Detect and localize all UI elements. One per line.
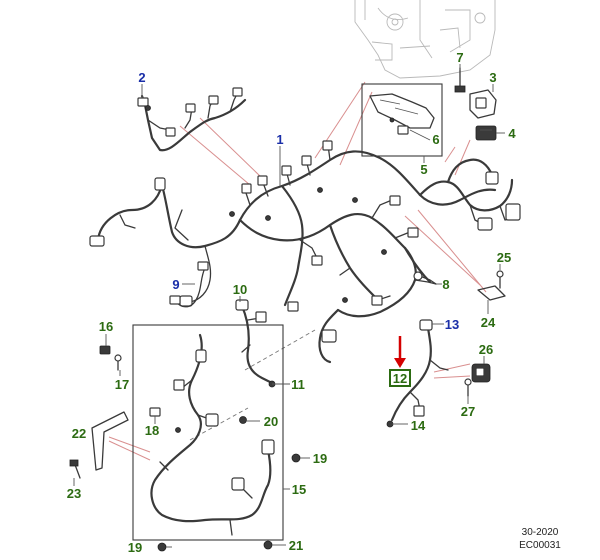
callout-2: 2 [138,70,145,85]
part-27-bolt [464,378,472,397]
callout-26: 26 [479,342,493,357]
harness-10 [235,299,276,388]
callout-7: 7 [456,50,463,65]
part-7-bolt [454,67,466,93]
callout-25: 25 [497,250,511,265]
callout-13: 13 [445,317,459,332]
part-24-bracket [477,270,506,301]
callout-5: 5 [420,162,427,177]
part-19-nut-upper [291,453,301,463]
part-22-bracket [91,411,129,471]
part-16-clip [99,345,111,355]
callout-8: 8 [442,277,449,292]
red-arrow [394,336,406,368]
part-17-clip [114,354,122,371]
harness-12 [386,319,449,428]
callout-3: 3 [489,70,496,85]
callout-17: 17 [115,377,129,392]
engine-block-outline [354,0,496,79]
part-19-nut-lower [157,542,167,552]
part-21-nut [263,540,273,550]
callout-15: 15 [292,482,306,497]
callout-6: 6 [432,132,439,147]
callout-22: 22 [72,426,86,441]
callout-labels: 1 2 3 4 5 6 7 8 9 10 11 12 13 14 15 16 1… [67,50,517,555]
assembly-box-15 [132,324,284,541]
callout-23: 23 [67,486,81,501]
part-4-module [475,125,497,141]
callout-27: 27 [461,404,475,419]
assembly-box-5 [361,83,443,157]
callout-19-upper: 19 [313,451,327,466]
part-18-connector [149,407,161,417]
callout-19-lower: 19 [128,540,142,555]
callout-24: 24 [481,315,496,330]
figure-number: 30-2020 [522,527,559,538]
part-23-bolt [69,459,81,479]
harness-2 [137,87,247,152]
callout-18: 18 [145,423,159,438]
part-9-pigtail [169,261,209,308]
callout-21: 21 [289,538,303,553]
callout-leaders [73,64,505,548]
callout-9: 9 [172,277,179,292]
callout-20: 20 [264,414,278,429]
callout-16: 16 [99,319,113,334]
callout-12-highlight-box [389,369,411,387]
figure-code: EC00031 [519,540,561,551]
part-8-sensor [413,271,437,285]
part-3-bracket [469,89,497,119]
main-harness-1 [89,140,521,364]
callout-14: 14 [411,418,426,433]
callout-1: 1 [276,132,283,147]
callout-10: 10 [233,282,247,297]
callout-11: 11 [291,377,305,392]
part-26-sensor [471,363,491,383]
callout-12: 12 [393,371,407,386]
part-20-nut [239,416,247,424]
callout-4: 4 [508,126,516,141]
